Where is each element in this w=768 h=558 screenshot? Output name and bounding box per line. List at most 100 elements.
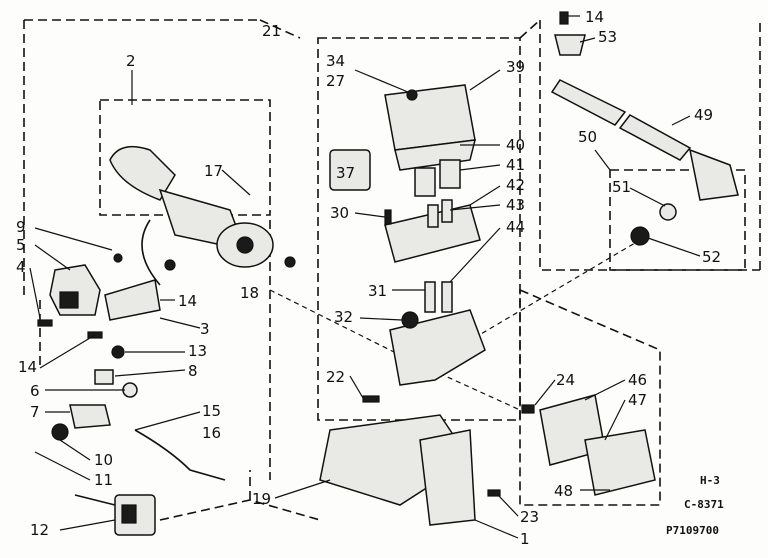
callout-24: 24 [556, 371, 575, 389]
callout-22: 22 [326, 368, 345, 386]
callout-47: 47 [628, 391, 647, 409]
callout-40: 40 [506, 136, 525, 154]
part-4-screw [37, 319, 53, 327]
part-14-screw-b [164, 259, 176, 271]
leader-47 [604, 399, 626, 441]
part-49-pipe [618, 114, 692, 161]
part-7-valve [69, 404, 111, 429]
part-50-elbow [688, 148, 739, 201]
callout-14-b: 14 [18, 358, 37, 376]
callout-19: 19 [252, 490, 271, 508]
callout-44: 44 [506, 218, 525, 236]
part-4-face [59, 291, 79, 309]
part-22-screw [362, 395, 380, 403]
callout-37: 37 [336, 164, 355, 182]
part-4-switch [49, 264, 101, 316]
leader-44 [449, 227, 501, 283]
callout-4: 4 [16, 258, 26, 276]
part-31-plunger [424, 281, 436, 313]
callout-2: 2 [126, 52, 136, 70]
callout-14-a: 14 [178, 292, 197, 310]
callout-23: 23 [520, 508, 539, 526]
leader-49 [671, 115, 691, 126]
part-43-stem [427, 204, 439, 228]
leader-53 [579, 37, 596, 43]
callout-14-c: 14 [585, 8, 604, 26]
leader-39 [469, 69, 501, 91]
part-13-washer [111, 345, 125, 359]
callout-52: 52 [702, 248, 721, 266]
part-1-bracket [419, 429, 476, 526]
part-41-solenoid [439, 159, 461, 189]
part-2-wire [141, 219, 161, 286]
callout-42: 42 [506, 176, 525, 194]
leader-22 [349, 375, 364, 399]
sheet-code: H-3 [700, 474, 720, 487]
part-16-tube [134, 429, 226, 481]
upper-right-parts [550, 11, 739, 246]
callout-51: 51 [612, 178, 631, 196]
callout-labels: 2 17 9 5 4 14 18 3 14 13 8 6 7 15 16 10 … [16, 8, 721, 548]
callout-10: 10 [94, 451, 113, 469]
part-30-screw [384, 209, 392, 225]
callout-16: 16 [202, 424, 221, 442]
leader-10 [59, 439, 91, 461]
callout-11: 11 [94, 471, 113, 489]
leader-15 [134, 411, 201, 431]
lower-right-parts [521, 394, 656, 496]
part-43-stem-b [441, 199, 453, 223]
leader-11 [34, 451, 91, 481]
leader-4 [29, 267, 41, 319]
callout-41: 41 [506, 156, 525, 174]
leader-43 [449, 204, 501, 211]
part-51-spring [659, 203, 677, 221]
leader-41 [459, 164, 501, 171]
callout-46: 46 [628, 371, 647, 389]
callout-3: 3 [200, 320, 210, 338]
group-21-parts [329, 84, 486, 403]
part-34-screw [406, 89, 418, 101]
callout-1: 1 [520, 530, 530, 548]
part-47-solenoid [584, 429, 656, 496]
part-44-plunger [441, 281, 453, 313]
leader-19 [274, 479, 331, 499]
group-21-box [317, 37, 521, 421]
callout-39: 39 [506, 58, 525, 76]
leader-5 [34, 244, 71, 271]
part-3-bracket [104, 279, 161, 321]
leader-52 [647, 237, 701, 257]
group-2-box [99, 99, 271, 216]
part-8-clip [94, 369, 114, 385]
leader-1 [474, 519, 519, 539]
part-12-thermostat [74, 494, 156, 536]
part-23-screw [487, 489, 501, 497]
part-6-nut [122, 382, 138, 398]
group-lower-right-box [519, 288, 661, 506]
callout-49: 49 [694, 106, 713, 124]
part-10-fitting [51, 423, 69, 441]
part-valve-body [389, 309, 486, 386]
part-27-plate [329, 149, 371, 191]
part-9-screw [113, 253, 123, 263]
callout-6: 6 [30, 382, 40, 400]
leader-8 [114, 369, 186, 377]
callout-15: 15 [202, 402, 221, 420]
small-parts-left [37, 253, 296, 481]
callout-48: 48 [554, 482, 573, 500]
part-18-nut [284, 256, 296, 268]
callout-17: 17 [204, 162, 223, 180]
leader-42 [469, 185, 501, 206]
callout-8: 8 [188, 362, 198, 380]
leader-3 [159, 317, 201, 329]
callout-27: 27 [326, 72, 345, 90]
part-2-coil-center [236, 236, 254, 254]
drawing-code: C-8371 [684, 498, 724, 511]
leader-51 [629, 187, 666, 207]
callout-32: 32 [334, 308, 353, 326]
callout-21: 21 [262, 22, 281, 40]
leader-lines [29, 15, 701, 539]
callout-50: 50 [578, 128, 597, 146]
leader-17 [221, 169, 251, 196]
callout-31: 31 [368, 282, 387, 300]
